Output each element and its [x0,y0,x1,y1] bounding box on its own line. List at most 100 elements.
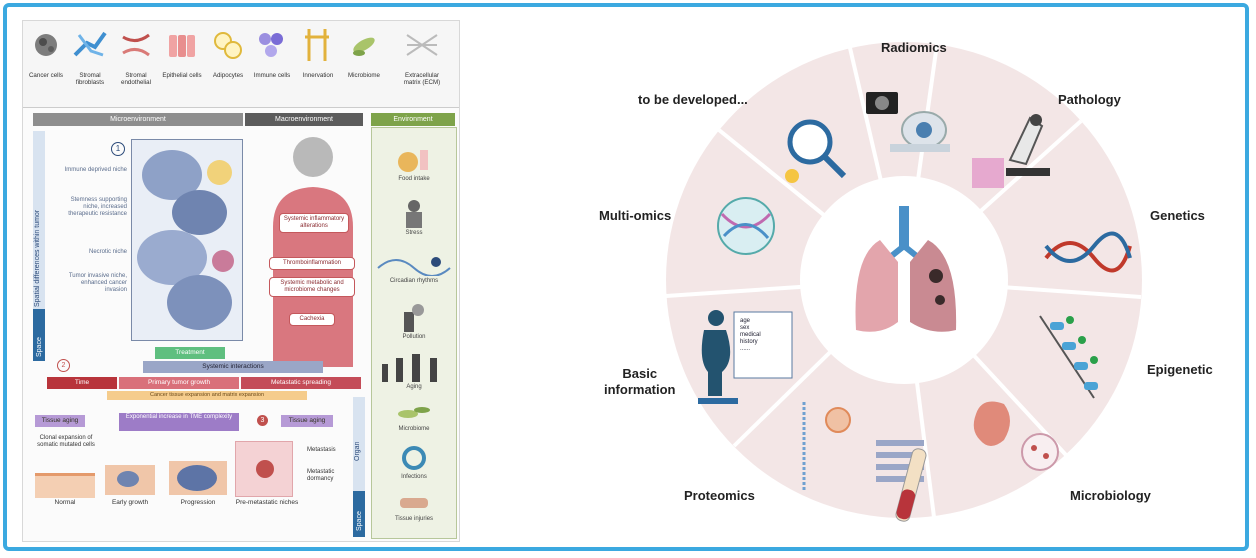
env-item: Tissue injuries [372,490,456,522]
marker-one: 1 [111,142,125,156]
fibroblasts-item: Stromal fibroblasts [69,25,111,86]
env-item: Pollution [372,302,456,340]
immune-cell-icon [259,33,283,57]
clonal-expansion-label: Clonal expansion of somatic mutated cell… [37,435,95,448]
stage-label: Early growth [111,499,149,506]
timeline-subtitle: Cancer tissue expansion and matrix expan… [107,391,307,400]
complexity-arrow: Exponential increase in TME complexity [119,413,239,431]
stage-label: Pre-metastatic niches [235,499,299,506]
category-epigenetic: Epigenetic [1147,362,1213,377]
cell-label: Innervation [302,72,334,79]
cell-label: Immune cells [253,72,291,79]
space-axis-bar [33,309,45,361]
systemic-box: Systemic metabolic and microbiome change… [269,277,355,297]
env-item: Stress [372,198,456,236]
macroenvironment-banner: Macroenvironment [245,113,363,126]
cell-label: Epithelial cells [162,72,202,79]
env-label: Aging [406,384,422,390]
fibroblast-icon [73,31,107,57]
metastatic-spreading: Metastatic spreading [241,377,361,389]
list-item: age [740,318,751,324]
ecm-item: Extracellular matrix (ECM) [401,25,443,86]
virus-icon [402,446,426,470]
spatial-axis-label: Spatial differences within tumor [34,209,41,307]
cell-label: Extracellular matrix (ECM) [403,72,441,86]
space-axis-bar-2 [353,491,365,537]
tissue-progression [169,461,227,495]
space-axis-label-2: Space [356,511,363,531]
human-silhouette [273,137,353,367]
env-label: Circadian rhythms [389,278,439,284]
env-label: Stress [405,230,423,236]
microbiome-icon [398,407,430,418]
tissue-aging-tag-2: Tissue aging [281,415,333,427]
epithelial-item: Epithelial cells [161,25,203,79]
cell-label: Stromal fibroblasts [75,72,105,86]
category-pathology: Pathology [1058,92,1121,107]
systemic-box: Systemic inflammatory alterations [279,213,349,233]
category-to-be-developed: to be developed... [638,92,748,107]
niche-label: Stemness supporting niche, increased the… [68,197,127,217]
adipocyte-icon [214,32,242,59]
aging-icon [382,354,437,382]
environment-banner: Environment [371,113,455,126]
tumor-microenvironment-figure: Cancer cells Stromal fibroblasts Stromal… [22,20,460,542]
cancer-cells-item: Cancer cells [25,25,67,79]
marker-two: 2 [57,359,70,372]
organ-axis-label: Organ [354,441,361,461]
endothelial-item: Stromal endothelial [115,25,157,86]
niche-label: Tumor invasive niche, enhanced cancer in… [68,273,127,293]
adipocytes-item: Adipocytes [207,25,249,79]
stress-icon [406,200,422,228]
epithelial-icon [169,35,195,57]
pollution-icon [404,304,424,332]
microbiome-item: Microbiome [343,25,385,79]
list-item: ...... [740,346,751,352]
spatial-axis [33,131,45,361]
niche-label: Necrotic niche [88,249,127,255]
basic-info-list: age sex medical history ...... [740,318,788,353]
env-item: Circadian rhythms [372,252,456,284]
tissue-premetastatic [235,441,293,497]
tumor-tissue-cube [131,139,243,341]
cell-label: Cancer cells [28,72,64,79]
food-icon [398,150,428,172]
tissue-early [105,465,155,495]
systemic-box: Thromboinflammation [269,257,355,270]
category-proteomics: Proteomics [684,488,755,503]
microbe-icon [353,37,375,56]
stage-label: Normal [54,499,76,506]
category-basic-information: Basic information [604,366,676,397]
stage-label: Progression [180,499,216,506]
metastasis-label: Metastasis [307,447,336,453]
time-arrow: Time [47,377,117,389]
innervation-item: Innervation [297,25,339,79]
cell-type-legend: Cancer cells Stromal fibroblasts Stromal… [23,21,459,108]
category-genetics: Genetics [1150,208,1205,223]
niche-label: Immune deprived niche [64,167,127,173]
tissue-aging-tag: Tissue aging [35,415,85,427]
env-label: Food intake [398,176,430,182]
ecm-icon [406,34,438,56]
env-label: Microbiome [398,426,430,432]
immune-cells-item: Immune cells [251,25,293,79]
cancer-cells-icon [35,34,57,56]
cell-label: Microbiome [348,72,380,79]
injury-icon [400,498,428,508]
list-item: history [740,339,758,345]
env-item: Infections [372,444,456,480]
env-label: Tissue injuries [394,516,434,522]
nerve-icon [305,29,329,61]
dormancy-label: Metastatic dormancy [307,469,335,482]
systemic-interactions-arrow: Systemic interactions [143,361,323,373]
cell-label: Adipocytes [212,72,244,79]
env-item: Food intake [372,146,456,182]
env-item: Aging [372,350,456,390]
tissue-normal [35,473,95,498]
list-item: medical [740,332,761,338]
primary-tumor-growth: Primary tumor growth [119,377,239,389]
category-multi-omics: Multi-omics [599,208,672,223]
microenvironment-banner: Microenvironment [33,113,243,126]
env-item: Microbiome [372,402,456,432]
category-radiomics: Radiomics [881,40,947,55]
